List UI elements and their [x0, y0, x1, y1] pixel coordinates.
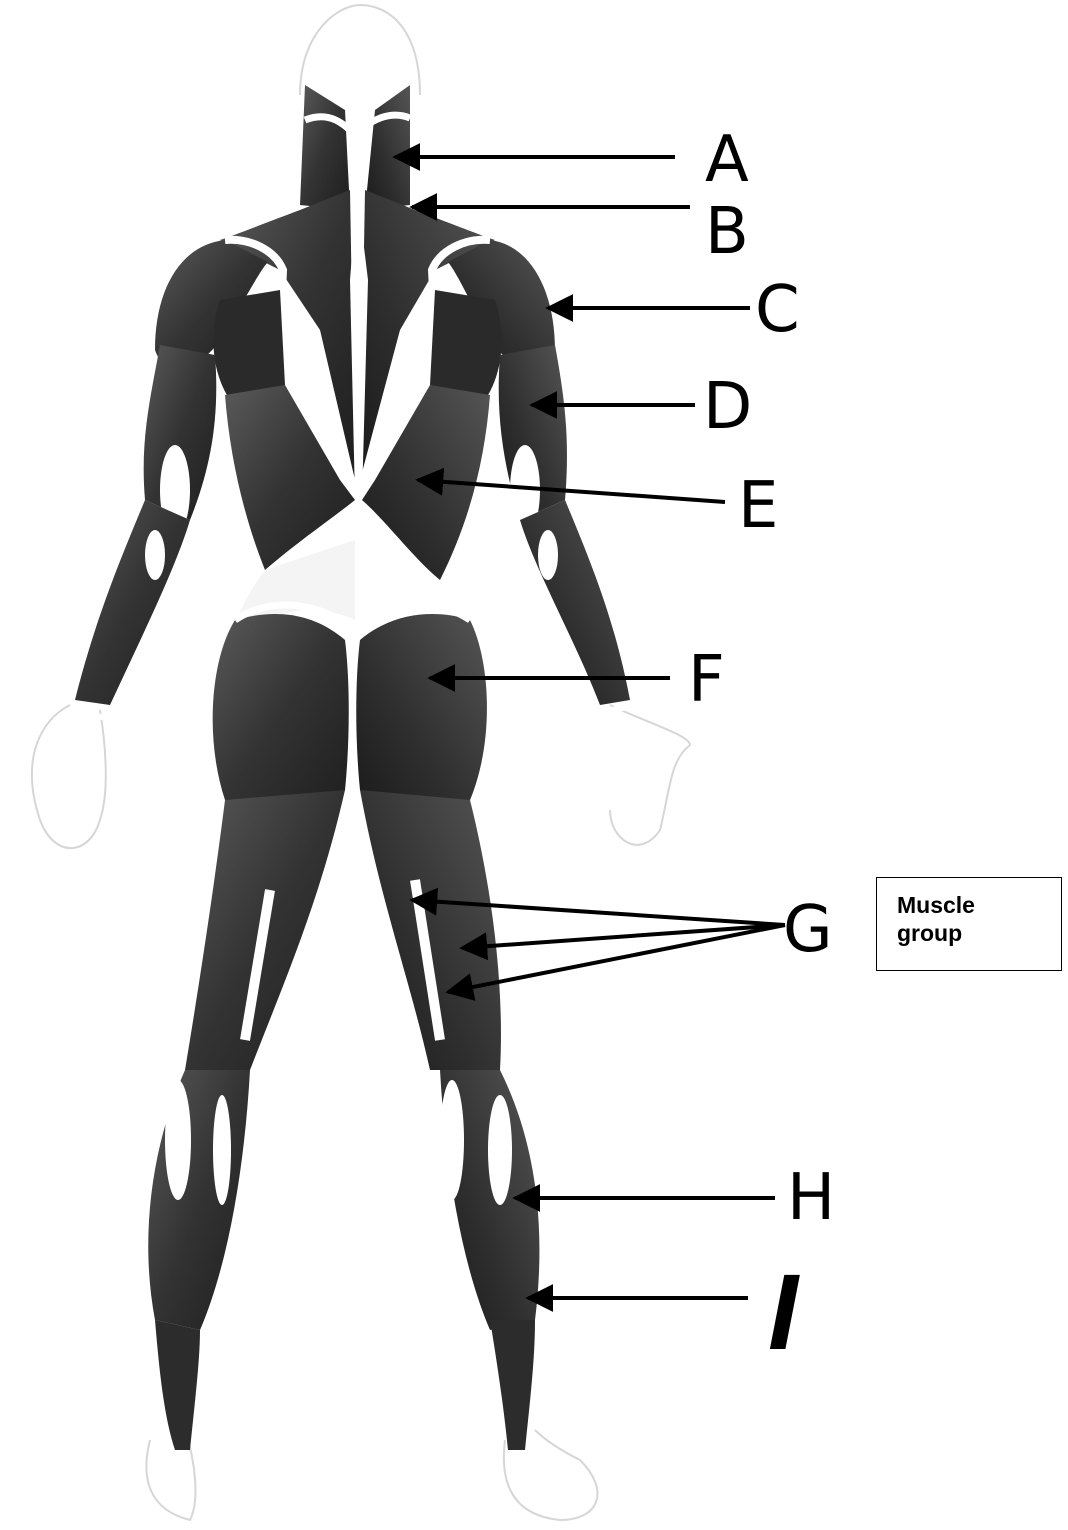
wrist-left — [68, 712, 108, 718]
gluteus-left — [213, 614, 349, 814]
latissimus-left — [225, 385, 355, 570]
left-hand-outline — [32, 705, 106, 848]
label-i: I — [768, 1258, 798, 1366]
label-g: G — [783, 898, 833, 962]
muscle-group-note: Muscle group — [897, 892, 1041, 947]
label-d: D — [703, 375, 752, 439]
forearm-tendon-left — [145, 530, 165, 580]
forearm-left — [75, 500, 190, 705]
forearm-right — [520, 500, 630, 705]
gluteus-right — [356, 614, 487, 814]
neck-muscles — [300, 85, 410, 210]
lower-leg-left — [155, 1320, 200, 1450]
calf-left — [148, 1070, 250, 1330]
label-h: H — [787, 1166, 835, 1230]
muscle-group-note-box: Muscle group — [876, 877, 1062, 971]
label-a: A — [705, 128, 749, 192]
infraspinatus-left — [213, 290, 285, 400]
gastrocnemius-tendon-left-2 — [213, 1095, 231, 1205]
label-b: B — [705, 200, 749, 264]
neck-right — [365, 85, 410, 210]
label-f: F — [688, 648, 725, 712]
gastrocnemius-tendon-left-1 — [165, 1080, 191, 1200]
label-c: C — [755, 278, 800, 342]
wrist-right — [600, 706, 635, 712]
forearm-tendon-right — [538, 530, 558, 580]
lower-leg-right — [490, 1320, 535, 1450]
hamstrings-right — [360, 790, 501, 1070]
infraspinatus-right — [430, 290, 502, 400]
gastrocnemius-tendon-right-2 — [488, 1095, 512, 1205]
head-outline — [300, 5, 420, 95]
gastrocnemius-tendon-right-1 — [440, 1080, 464, 1200]
label-e: E — [738, 474, 778, 538]
right-hand-outline — [610, 705, 690, 845]
neck-left — [300, 85, 350, 210]
